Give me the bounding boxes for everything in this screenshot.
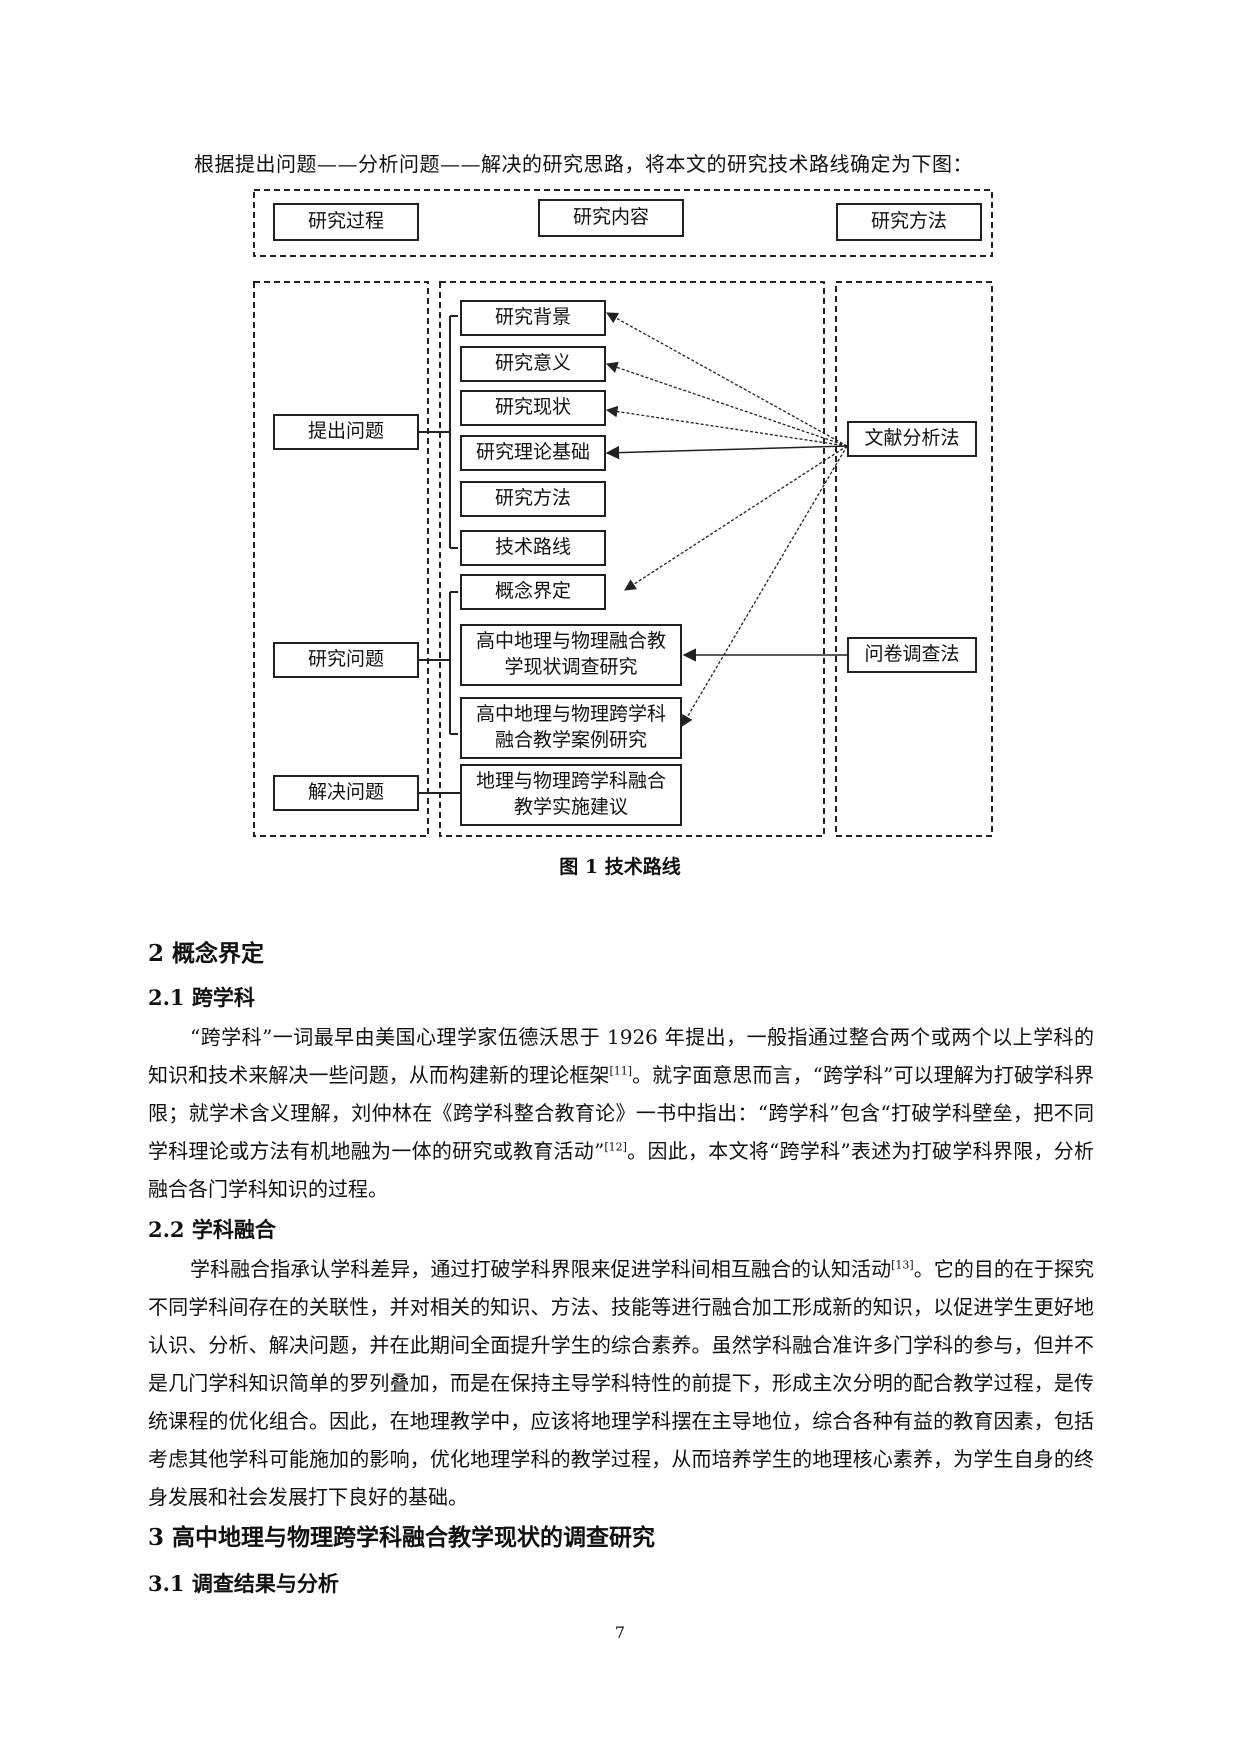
content-status-box: 研究现状 <box>460 390 606 426</box>
content-route-box: 技术路线 <box>460 530 606 566</box>
section-2-1-heading: 2.1 跨学科 <box>148 985 255 1010</box>
content-theory-box: 研究理论基础 <box>460 435 606 471</box>
paragraph-interdisciplinary: “跨学科”一词最早由美国心理学家伍德沃思于 1926 年提出，一般指通过整合两个… <box>148 1025 1095 1201</box>
page-number: 7 <box>614 1623 626 1642</box>
section-3-heading: 3 高中地理与物理跨学科融合教学现状的调查研究 <box>148 1524 656 1551</box>
section-2-heading: 2 概念界定 <box>148 940 265 967</box>
stage-column <box>253 281 429 837</box>
method-literature-box: 文献分析法 <box>847 421 977 457</box>
header-method-box: 研究方法 <box>836 203 982 241</box>
header-container <box>253 189 993 257</box>
header-process-box: 研究过程 <box>273 203 419 241</box>
content-significance-box: 研究意义 <box>460 346 606 382</box>
content-methods-box: 研究方法 <box>460 481 606 517</box>
intro-sentence: 根据提出问题——分析问题——解决的研究思路，将本文的研究技术路线确定为下图： <box>194 152 973 176</box>
stage-solve-box: 解决问题 <box>273 775 419 811</box>
stage-research-box: 研究问题 <box>273 642 419 678</box>
content-suggestion-box: 地理与物理跨学科融合教学实施建议 <box>460 764 682 826</box>
section-2-2-heading: 2.2 学科融合 <box>148 1217 276 1242</box>
content-survey-box: 高中地理与物理融合教学现状调查研究 <box>460 624 682 686</box>
content-background-box: 研究背景 <box>460 300 606 336</box>
paragraph-integration: 学科融合指承认学科差异，通过打破学科界限来促进学科间相互融合的认知活动[13]。… <box>148 1257 1095 1509</box>
content-case-box: 高中地理与物理跨学科融合教学案例研究 <box>460 697 682 759</box>
figure-caption: 图 1 技术路线 <box>559 856 681 878</box>
header-content-box: 研究内容 <box>538 199 684 237</box>
content-column <box>439 281 825 837</box>
section-3-1-heading: 3.1 调查结果与分析 <box>148 1571 339 1596</box>
content-concept-box: 概念界定 <box>460 574 606 610</box>
method-questionnaire-box: 问卷调查法 <box>847 637 977 673</box>
stage-propose-box: 提出问题 <box>273 414 419 450</box>
method-column <box>835 281 993 837</box>
